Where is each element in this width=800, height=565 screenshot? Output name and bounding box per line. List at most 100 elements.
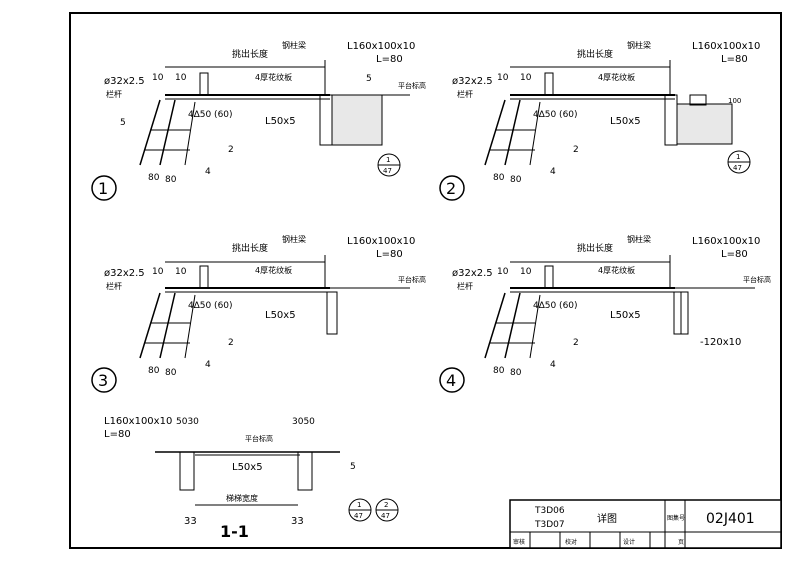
detail-2: 挑出长度 钢柱梁 L160x100x10 L=80 ø32x2.5 栏杆 10 …: [439, 40, 760, 201]
ref-top: 1: [736, 153, 740, 161]
concrete-wall: [331, 94, 383, 146]
detail-number: 4: [446, 371, 456, 390]
angle-small-label: L50x5: [265, 116, 296, 127]
overhang-label: 挑出长度: [577, 48, 613, 60]
dim-80b: 80: [510, 175, 522, 185]
weld-label: 5: [350, 462, 356, 472]
flat-bar-label: 4厚花纹板: [255, 265, 292, 275]
dim-2: 2: [573, 338, 579, 348]
handrail-label: 栏杆: [106, 89, 122, 99]
steel-length-label: L=80: [376, 54, 403, 65]
flat-bar-label: 4厚花纹板: [598, 72, 635, 82]
bolt-label: 4∆50 (60): [533, 301, 578, 311]
dim-2: 2: [573, 145, 579, 155]
top-dim-2: 10: [175, 267, 187, 277]
angle-small-label: L50x5: [265, 310, 296, 321]
weld-label: 5: [366, 74, 372, 84]
steel-length-label: L=80: [721, 54, 748, 65]
dim-80b: 80: [165, 368, 177, 378]
angle-small-label: L50x5: [610, 116, 641, 127]
detail-number-circle: [439, 175, 465, 201]
page-label: 图集号: [667, 514, 685, 522]
bolt-label: 4∆50 (60): [188, 301, 233, 311]
pipe-label: ø32x2.5: [104, 268, 145, 279]
detail-number-circle: [91, 175, 117, 201]
dim-33b: 33: [291, 516, 304, 527]
handrail-label: 栏杆: [457, 281, 473, 291]
overhang-label: 挑出长度: [577, 242, 613, 254]
weld-left: 5: [120, 118, 126, 128]
ref2-bottom: 47: [381, 512, 390, 520]
top-dim-2: 10: [520, 73, 532, 83]
plate-label: -120x10: [700, 337, 741, 348]
code1: T3D06: [534, 506, 565, 516]
steel-length-label: L=80: [104, 429, 131, 440]
top-dim-2: 10: [175, 73, 187, 83]
pipe-label: ø32x2.5: [104, 76, 145, 87]
dim-80b: 80: [165, 175, 177, 185]
ref-bottom: 47: [383, 167, 392, 175]
atlas-number: 02J401: [706, 511, 755, 527]
width-label: 梯梯宽度: [226, 493, 258, 503]
dims-left: 5030: [176, 417, 199, 427]
section-1-1: L160x100x10 L=80 5030 3050 平台标高 L50x5 5 …: [104, 416, 399, 541]
row-label-1: 校对: [565, 538, 577, 546]
right-angle: [297, 451, 313, 491]
steel-length-label: L=80: [376, 249, 403, 260]
angle-small-label: L50x5: [232, 462, 263, 473]
detail-number-circle: [439, 367, 465, 393]
bolt-label: 4∆50 (60): [533, 110, 578, 120]
dim-100: 100: [728, 97, 741, 105]
top-dim-1: 10: [152, 73, 164, 83]
sheet-border: [69, 12, 782, 549]
detail-4: 挑出长度 钢柱梁 L160x100x10 L=80 ø32x2.5 栏杆 10 …: [439, 234, 771, 393]
dim-2: 2: [228, 145, 234, 155]
dim-4: 4: [550, 167, 556, 177]
steel-angle-label: L160x100x10: [347, 236, 415, 247]
row-label-2: 设计: [623, 538, 635, 546]
detail-1: 挑出长度 钢柱梁 L160x100x10 L=80 ø32x2.5 栏杆 10 …: [91, 40, 426, 201]
ladder-rail-left: [139, 99, 161, 166]
flat-bar-label: 4厚花纹板: [598, 265, 635, 275]
handrail-label: 栏杆: [457, 89, 473, 99]
detail-number: 2: [446, 179, 456, 198]
bolt-label: 4∆50 (60): [188, 110, 233, 120]
frame-label: 钢柱梁: [282, 40, 306, 50]
top-dim-1: 10: [497, 73, 509, 83]
platform-label: 平台标高: [245, 434, 273, 443]
row-label-0: 审核: [513, 538, 525, 546]
ref2-top: 2: [384, 501, 388, 509]
ref1-bottom: 47: [354, 512, 363, 520]
ref-bottom: 47: [733, 164, 742, 172]
code2: T3D07: [534, 520, 565, 530]
steel-angle-label: L160x100x10: [692, 41, 760, 52]
row-label-3: 页: [678, 539, 684, 546]
steel-angle-label: L160x100x10: [104, 416, 172, 427]
detail-number: 3: [98, 371, 108, 390]
pipe-label: ø32x2.5: [452, 268, 493, 279]
top-dim-1: 10: [152, 267, 164, 277]
dim-4: 4: [205, 167, 211, 177]
dim-2: 2: [228, 338, 234, 348]
dim-80a: 80: [148, 366, 160, 376]
dim-80b: 80: [510, 368, 522, 378]
frame-label: 钢柱梁: [627, 40, 651, 50]
pipe-label: ø32x2.5: [452, 76, 493, 87]
dim-80a: 80: [148, 173, 160, 183]
title-block: T3D06 T3D07 详图 图集号 02J401 审核 校对 设计 页: [509, 499, 782, 549]
overhang-label: 挑出长度: [232, 48, 268, 60]
section-label: 1-1: [220, 522, 249, 541]
post: [199, 72, 209, 96]
flat-bar-label: 4厚花纹板: [255, 72, 292, 82]
platform-label: 平台标高: [398, 275, 426, 284]
dim-33a: 33: [184, 516, 197, 527]
frame-label: 钢柱梁: [282, 234, 306, 244]
ref1-top: 1: [357, 501, 361, 509]
dim-4: 4: [205, 360, 211, 370]
dims-right: 3050: [292, 417, 315, 427]
top-dim-1: 10: [497, 267, 509, 277]
steel-length-label: L=80: [721, 249, 748, 260]
detail-number-circle: [91, 367, 117, 393]
detail-number: 1: [98, 179, 108, 198]
